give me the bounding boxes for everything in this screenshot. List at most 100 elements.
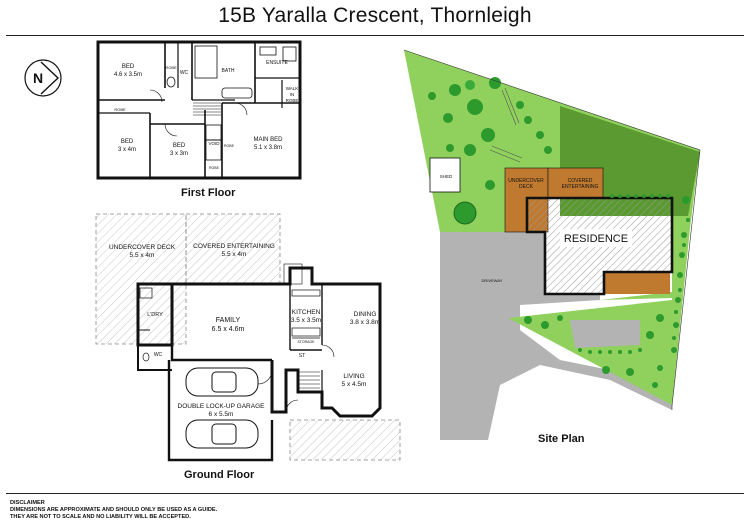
tree-icon [657, 365, 663, 371]
garage-wall [167, 360, 274, 462]
family-size: 6.5 x 4.6m [212, 326, 245, 333]
disclaimer: DISCLAIMER DIMENSIONS ARE APPROXIMATE AN… [10, 500, 217, 521]
car-icon [185, 367, 259, 449]
walk-in-robe-label-2: IN [290, 92, 295, 97]
tree-icon [677, 272, 683, 278]
hedge-dots [578, 194, 690, 354]
disclaimer-title: DISCLAIMER [10, 500, 45, 506]
wc-label: WC [180, 70, 189, 76]
site-deck-label-2: DECK [519, 184, 534, 190]
tree-icon [467, 99, 483, 115]
tree-icon [449, 84, 461, 96]
tree-icon [443, 113, 453, 123]
compass-letter: N [33, 70, 43, 86]
header-rule [6, 35, 744, 36]
tree-icon [626, 368, 634, 376]
site-entertaining-label-1: COVERED [568, 178, 593, 184]
tree-icon [656, 314, 664, 322]
tree-icon [524, 116, 532, 124]
tree-icon [541, 321, 549, 329]
residence-label-bg [560, 229, 632, 247]
car-bottom-roof [211, 423, 237, 445]
undercover-deck-label: UNDERCOVER DECK [109, 244, 176, 251]
door-swing [149, 89, 163, 103]
tree-icon [671, 347, 677, 353]
laundry-tub [139, 287, 153, 299]
garage-label: DOUBLE LOCK-UP GARAGE [178, 403, 266, 410]
door-swing [164, 123, 178, 137]
tree-icon [465, 80, 475, 90]
tree-icon [428, 92, 436, 100]
toilet-fixture [166, 76, 176, 88]
disclaimer-line-1: DIMENSIONS ARE APPROXIMATE AND SHOULD ON… [10, 507, 218, 513]
site-deck-label-1: UNDERCOVER [508, 178, 544, 184]
undercover-deck-size: 5.5 x 4m [130, 252, 155, 259]
garage-size: 6 x 5.5m [209, 411, 234, 418]
laundry-label: L'DRY [147, 312, 163, 318]
front-path [570, 320, 640, 348]
kitchen-label: KITCHEN [292, 309, 321, 316]
porch-site [604, 272, 670, 294]
garage-back-wall [170, 345, 272, 362]
main-bed-size: 5.1 x 3.8m [254, 145, 282, 151]
tree-icon [652, 382, 658, 388]
entry-step [283, 263, 303, 285]
main-bed-label: MAIN BED [253, 137, 283, 143]
kitchen-size: 3.5 x 3.5m [291, 317, 321, 324]
garden-steps [489, 87, 523, 163]
tree-icon [516, 101, 524, 109]
footer-rule [6, 493, 744, 494]
first-floor-caption: First Floor [181, 187, 236, 199]
ground-floor-plan [95, 213, 401, 462]
compass-ring [24, 59, 62, 97]
tree-icon [646, 331, 654, 339]
tree-icon [682, 196, 690, 204]
bed3-size: 3 x 3m [170, 151, 188, 157]
tree-icon [485, 180, 495, 190]
page-title: 15B Yaralla Crescent, Thornleigh [218, 4, 532, 27]
driveway-area [440, 232, 672, 440]
void-label: VOID [208, 141, 220, 146]
front-porch-area [289, 419, 401, 461]
first-floor-labels: BED 4.6 x 3.5m ROBE WC BATH ENSUITE WALK… [114, 60, 298, 170]
wc-label: WC [154, 352, 163, 358]
tree-icon [453, 201, 477, 225]
bed3-label: BED [173, 143, 186, 149]
door-swing [257, 369, 273, 385]
shed-box [429, 157, 461, 193]
st-label: ST [299, 353, 305, 359]
robe4-label: ROBE [224, 144, 235, 148]
ground-floor-caption: Ground Floor [184, 469, 255, 481]
tree-icon [673, 322, 679, 328]
ensuite-shower [282, 46, 297, 62]
ground-stairs [298, 371, 320, 389]
site-plan-caption: Site Plan [538, 433, 585, 445]
bed2-size: 3 x 4m [118, 147, 136, 153]
tree-icon [446, 144, 454, 152]
dining-size: 3.8 x 3.8m [350, 319, 380, 326]
tree-icon [536, 131, 544, 139]
void-box [205, 124, 222, 161]
house-outer-wall [172, 266, 382, 418]
site-entertaining-label-2: ENTERTAINING [562, 184, 599, 190]
living-label: LIVING [343, 373, 364, 380]
covered-entertaining-label: COVERED ENTERTAINING [193, 243, 275, 250]
tree-icon [489, 77, 501, 89]
ensuite-label: ENSUITE [266, 60, 288, 66]
family-label: FAMILY [216, 317, 241, 324]
door-swing [234, 102, 248, 116]
north-arrow-icon [40, 61, 60, 95]
covered-entertaining-site [547, 167, 604, 199]
walk-in-robe-label-3: ROBE [286, 98, 299, 103]
tree-icon [524, 316, 532, 324]
car-top-roof [211, 371, 237, 393]
shed-label: SHED [440, 174, 453, 179]
tree-icon [681, 232, 687, 238]
tree-icon [481, 128, 495, 142]
shower-fixture [194, 45, 218, 79]
stairs [193, 102, 221, 116]
door-swing [321, 344, 335, 358]
living-size: 5 x 4.5m [342, 381, 367, 388]
bathtub-fixture [221, 87, 253, 99]
